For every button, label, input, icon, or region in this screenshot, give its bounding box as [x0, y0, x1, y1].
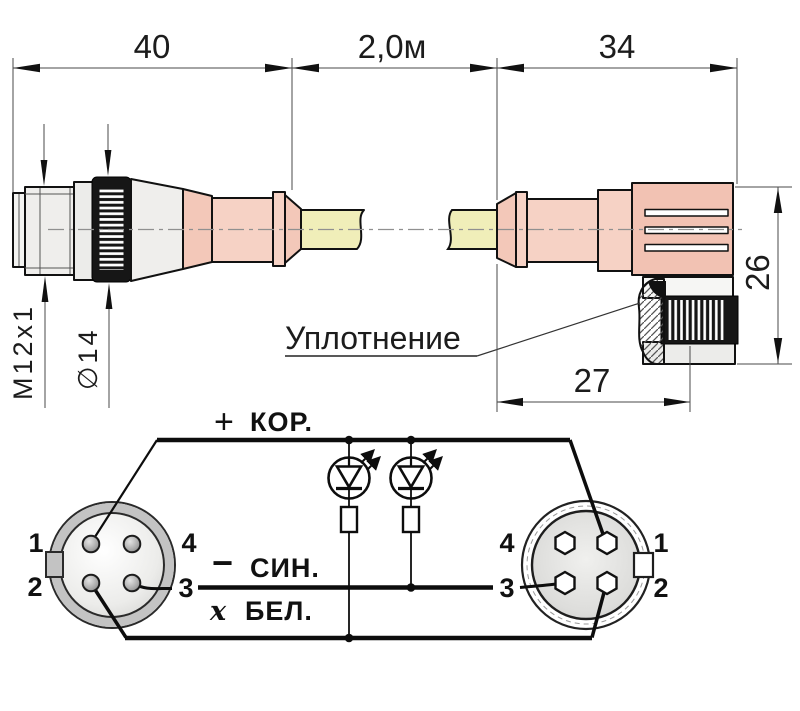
pins-left [81, 534, 142, 593]
dim-arrow [497, 63, 524, 73]
threaded-barrel [24, 186, 75, 276]
socket [596, 570, 618, 596]
dim-27: 27 [496, 264, 690, 412]
socket [554, 530, 576, 556]
output-sign: x [209, 596, 227, 627]
socket [596, 530, 618, 556]
diameter-label: ∅14 [73, 327, 103, 390]
keyway-notch [45, 551, 64, 578]
seal-leader-line [476, 302, 641, 357]
dim-34-label: 34 [599, 28, 636, 65]
body-cylinder [526, 198, 599, 263]
pin [122, 573, 142, 593]
resistor-icon [401, 505, 421, 534]
collar [73, 181, 94, 281]
led-indicator-1 [327, 440, 381, 638]
junction-dot [344, 633, 354, 643]
dim-arrow [265, 63, 292, 73]
blue-wire-label: СИН. [250, 553, 320, 583]
seal-gasket [637, 278, 665, 365]
resistor-icon [339, 505, 359, 534]
led-indicator-2 [389, 440, 443, 588]
thread-diameter-callouts: M12x1 ∅14 [8, 124, 113, 408]
pin-view-right [520, 499, 655, 631]
dim-cable-length-label: 2,0м [358, 28, 427, 65]
dim-26: 26 [735, 186, 792, 365]
right-pin-3-label: 3 [499, 573, 514, 603]
right-pin-1-label: 1 [653, 528, 668, 558]
left-pin-4-label: 4 [181, 528, 196, 558]
body-step [597, 189, 633, 272]
head-slot [644, 226, 729, 235]
dim-26-label: 26 [739, 254, 776, 291]
junction-dot [406, 583, 416, 592]
plus-sign: + [214, 403, 234, 441]
junction-dot [344, 435, 354, 445]
head-slot [644, 208, 729, 217]
sockets-right [554, 530, 618, 596]
head-slot [644, 243, 729, 252]
right-pin-2-label: 2 [653, 573, 668, 603]
left-pin-2-label: 2 [27, 572, 42, 602]
pin [81, 534, 101, 554]
angled-connector-drawing [496, 182, 739, 412]
dim-arrow [710, 63, 737, 73]
junction-dot [406, 435, 416, 445]
brown-wire-label: КОР. [250, 407, 313, 437]
dim-arrow [470, 63, 497, 73]
seal-label: Уплотнение [285, 320, 461, 356]
left-pin-3-label: 3 [178, 573, 193, 603]
keyway-notch [632, 551, 655, 579]
thread-label: M12x1 [8, 304, 38, 400]
right-pin-4-label: 4 [499, 528, 514, 558]
dim-27-label: 27 [574, 362, 611, 399]
dim-arrow [292, 63, 319, 73]
socket [554, 570, 576, 596]
pin [81, 573, 101, 593]
seal-dark-wedge [648, 281, 666, 299]
pin-view-left [45, 501, 176, 629]
white-wire-label: БЕЛ. [245, 596, 313, 626]
pin [122, 534, 142, 554]
straight-connector-drawing [12, 176, 365, 283]
dim-arrow [13, 63, 40, 73]
seal-callout: Уплотнение [285, 302, 641, 357]
top-dimensions: 40 2,0м 34 [12, 28, 738, 200]
dim-40-label: 40 [134, 28, 171, 65]
wiring-schematic: 1 4 2 3 4 1 3 2 + КОР. − СИН. x БЕЛ. [27, 403, 669, 643]
minus-sign: − [212, 542, 233, 583]
left-pin-1-label: 1 [28, 528, 43, 558]
